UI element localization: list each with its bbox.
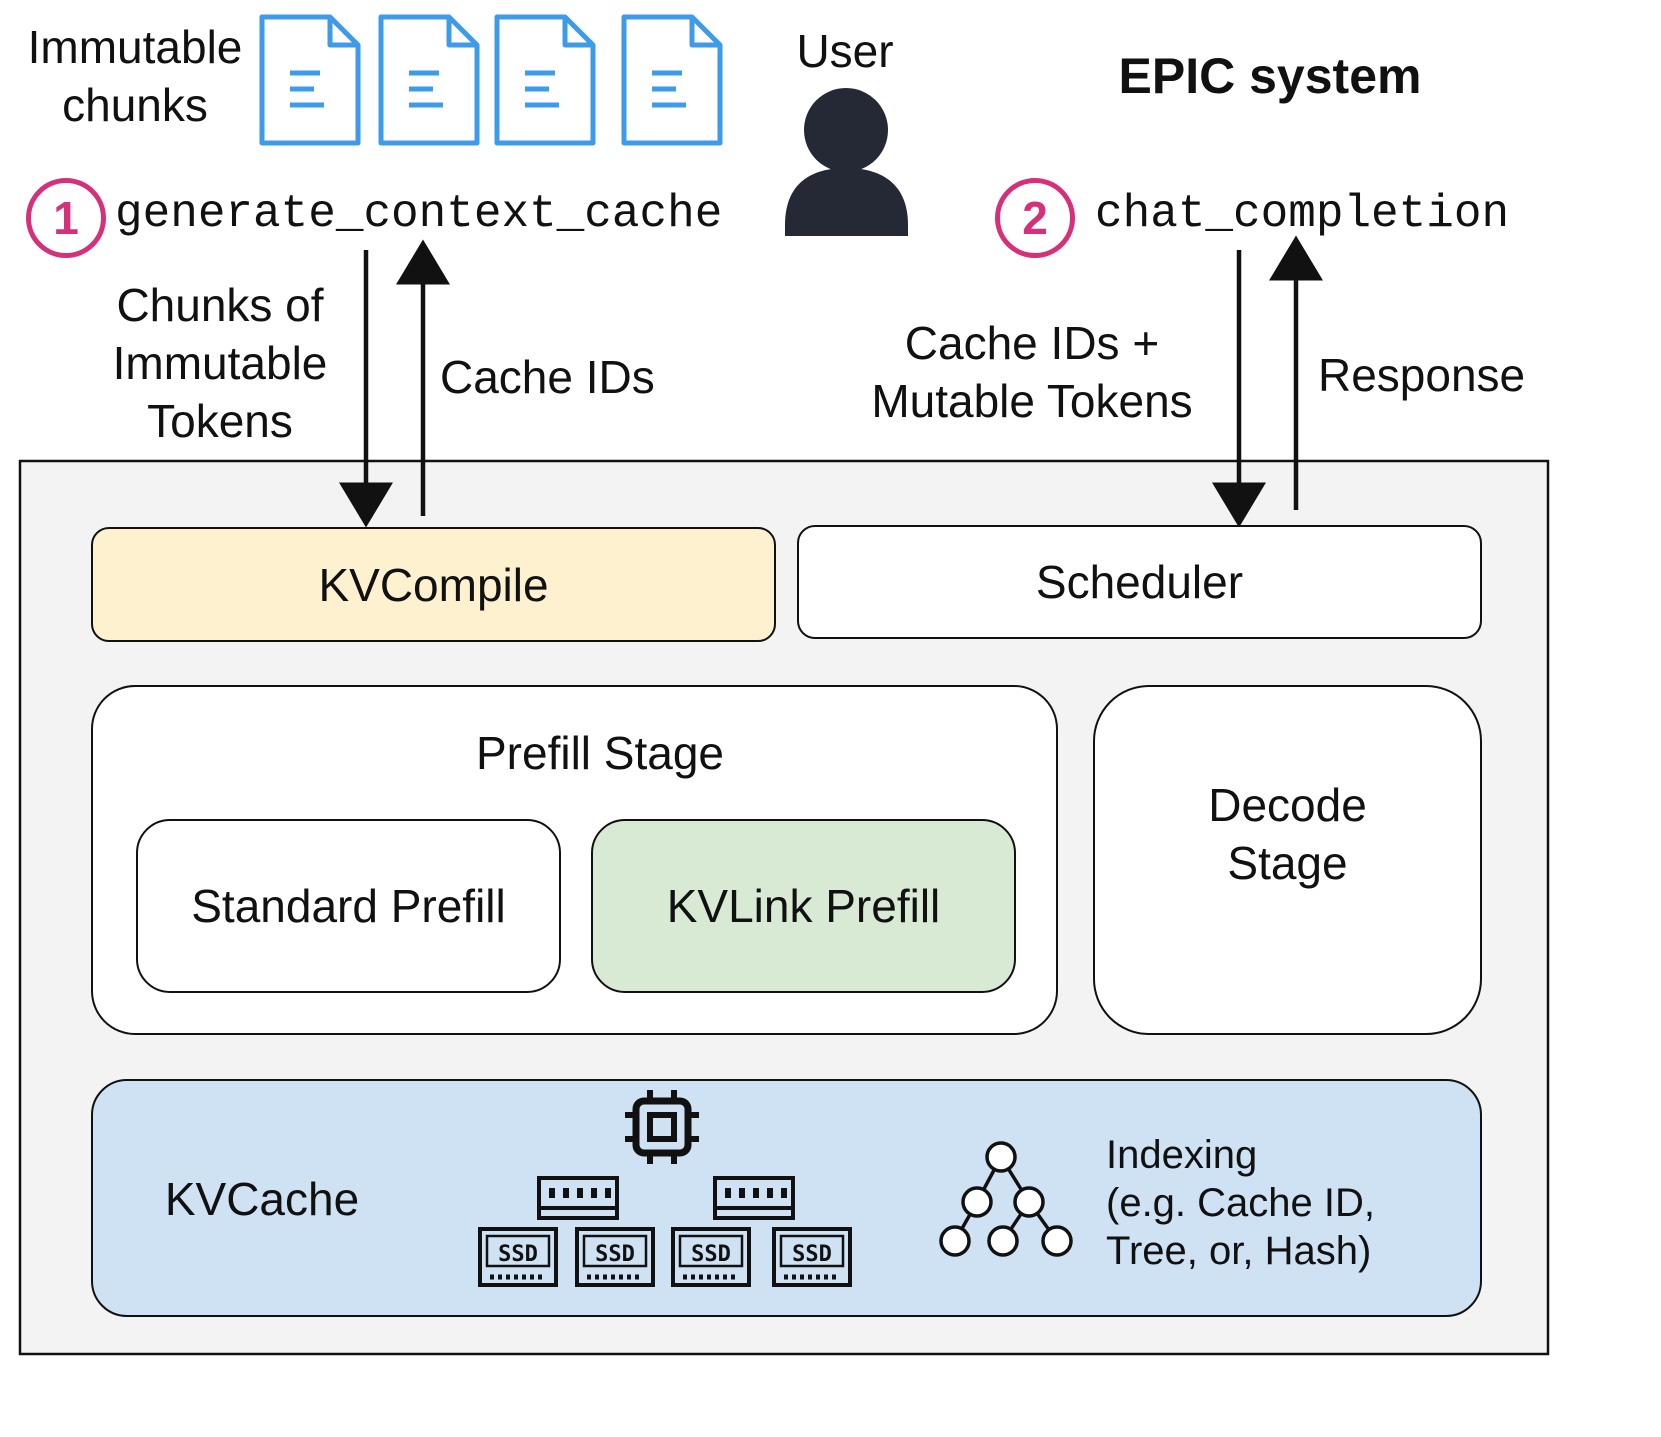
step-2-badge: 2 [995,178,1075,258]
decode-stage-box: Decode Stage [1093,685,1482,1035]
ssd-icon [577,1229,653,1285]
kvcompile-label: KVCompile [318,558,549,611]
kvlink-prefill-label: KVLink Prefill [666,880,941,932]
edge-label-cache-ids-mutable-tokens: Cache IDs + Mutable Tokens [871,317,1193,427]
kvlink-prefill-box: KVLink Prefill [591,819,1016,993]
edge-label-cache-ids: Cache IDs [440,351,655,403]
immutable-chunks-label: Immutable chunks [27,21,243,131]
prefill-stage-label: Prefill Stage [475,727,724,779]
cpu-chip-icon [625,1090,699,1164]
indexing-label: Indexing (e.g. Cache ID, Tree, or, Hash) [1106,1133,1376,1273]
kvcompile-box: KVCompile [91,527,776,642]
ssd-icon [480,1229,556,1285]
ssd-icon [774,1229,850,1285]
chat-completion-api: chat_completion [1095,188,1510,240]
standard-prefill-box: Standard Prefill [136,819,561,993]
tree-index-icon [939,1141,1073,1257]
decode-stage-label: Decode Stage [1208,779,1367,889]
user-label: User [796,25,894,77]
kvcache-label: KVCache [164,1173,360,1225]
step-1-badge: 1 [26,178,106,258]
generate-context-cache-api: generate_context_cache [115,188,723,240]
user-icon [785,88,908,236]
edge-label-chunks-of-immutable-tokens: Chunks of Immutable Tokens [112,279,328,447]
scheduler-label: Scheduler [1035,556,1244,608]
standard-prefill-label: Standard Prefill [191,880,506,932]
edge-label-response: Response [1318,349,1526,401]
system-title: EPIC system [1118,48,1422,104]
ssd-icon [673,1229,749,1285]
memory-module-icon [537,1176,619,1220]
memory-module-icon [713,1176,795,1220]
scheduler-box: Scheduler [797,525,1482,639]
